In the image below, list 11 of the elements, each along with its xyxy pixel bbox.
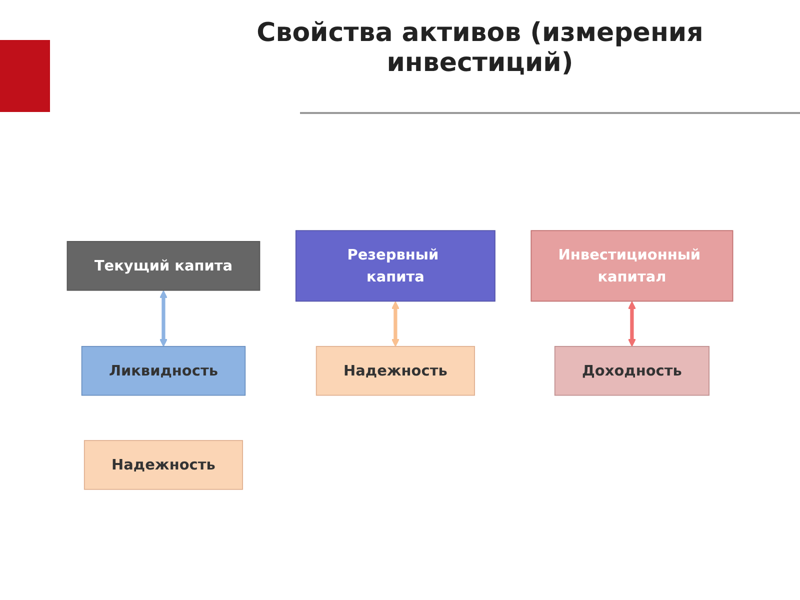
arrow xyxy=(160,290,168,347)
arrow xyxy=(391,301,400,347)
node-box: Надежность xyxy=(316,346,475,396)
node-box: Резервный капита xyxy=(295,230,496,302)
node-box: Надежность xyxy=(84,440,244,490)
node-box: Ликвидность xyxy=(81,346,246,396)
node-box: Текущий капита xyxy=(66,241,260,291)
title: Свойства активов (измерения инвестиций) xyxy=(256,18,704,78)
node-box: Доходность xyxy=(554,346,710,396)
node-box: Инвестиционный капитал xyxy=(530,230,734,302)
arrow xyxy=(628,301,636,347)
